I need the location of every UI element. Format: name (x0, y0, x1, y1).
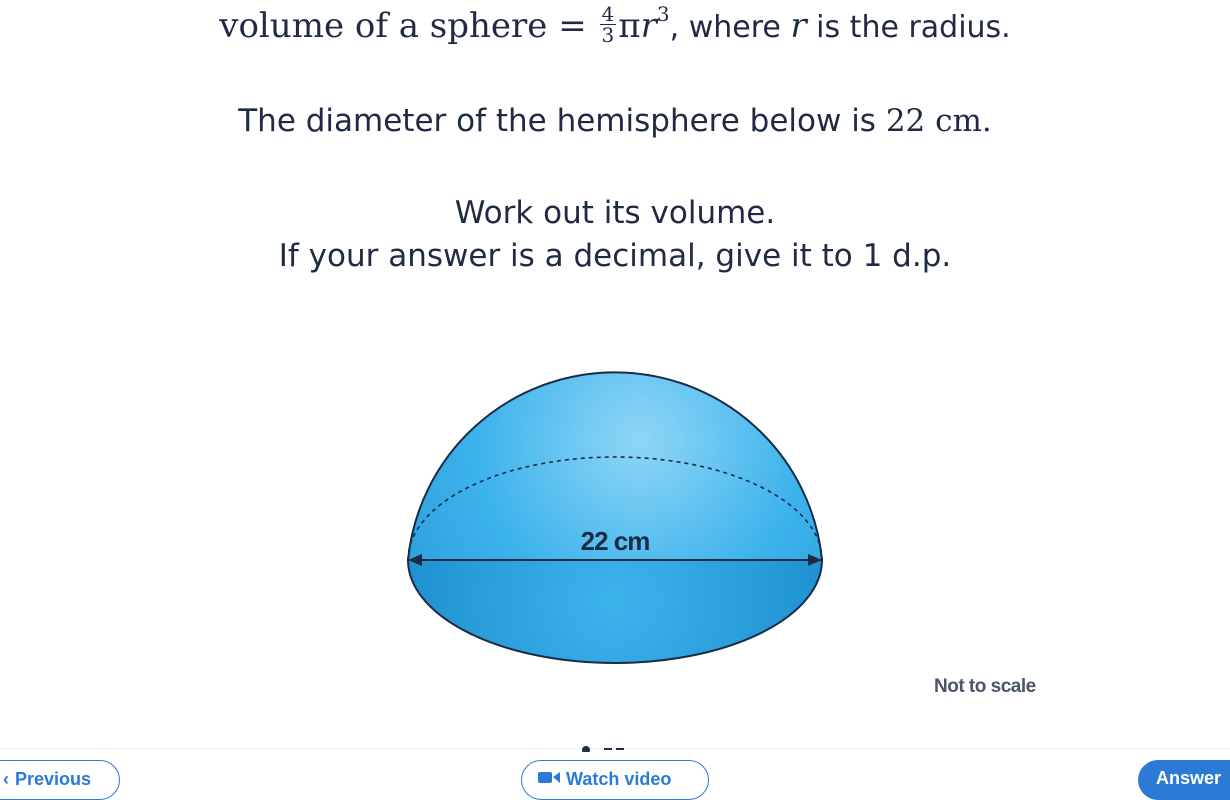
arrow-right-icon (808, 554, 822, 566)
diameter-statement-text: The diameter of the hemisphere below is (238, 103, 886, 139)
hidden-rim-dashed (407, 456, 823, 561)
diameter-label: 22 cm (581, 526, 650, 556)
previous-label: Previous (15, 769, 92, 789)
diameter-statement: The diameter of the hemisphere below is … (0, 103, 1230, 139)
formula-suffix-a: , where (669, 10, 791, 45)
footer-divider (0, 748, 1230, 749)
answer-button[interactable]: Answer (1138, 760, 1230, 800)
formula-suffix-b: is the radius. (806, 10, 1011, 45)
chevron-left-icon: ‹ (3, 769, 9, 789)
radius-symbol: r (640, 6, 657, 46)
arrow-left-icon (408, 554, 422, 566)
exponent: 3 (656, 2, 670, 26)
pi-symbol: π (618, 6, 641, 46)
hemisphere-dome (406, 371, 824, 561)
previous-button[interactable]: ‹ Previous (0, 760, 120, 800)
fraction-denominator: 3 (601, 22, 615, 47)
video-camera-icon (538, 769, 560, 790)
diameter-statement-value: 22 cm. (885, 103, 992, 139)
watch-video-button[interactable]: Watch video (521, 760, 709, 800)
hemisphere-base (406, 559, 824, 664)
radius-symbol-2: r (790, 6, 807, 46)
instruction-line-2: If your answer is a decimal, give it to … (278, 238, 952, 274)
instruction-line-1: Work out its volume. (454, 195, 776, 231)
answer-label: Answer (1156, 768, 1222, 788)
watch-video-label: Watch video (566, 769, 672, 789)
formula-prefix: volume of a sphere = (219, 6, 598, 46)
fraction-numerator: 4 (599, 1, 617, 26)
pagination-dots-icon (582, 746, 624, 752)
not-to-scale-note: Not to scale (934, 676, 1036, 697)
